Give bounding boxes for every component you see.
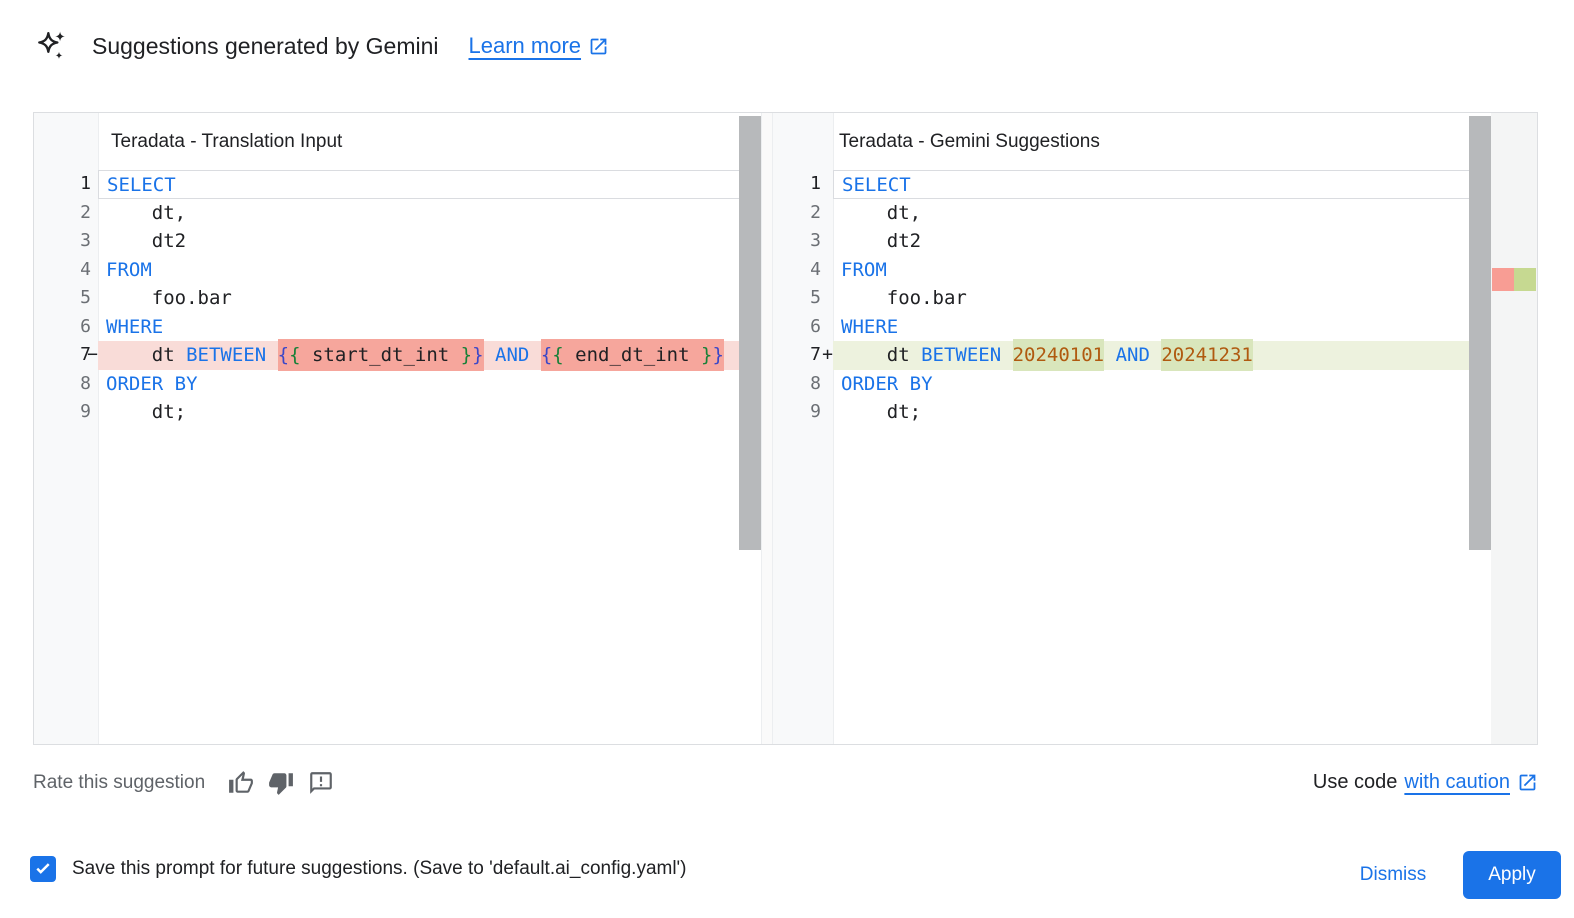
external-link-icon xyxy=(590,38,607,54)
use-code-caution: Use code with caution xyxy=(1313,771,1538,794)
rating-row: Rate this suggestion xyxy=(33,769,347,796)
code-line-9[interactable]: 9 dt; xyxy=(34,398,761,427)
vertical-scrollbar[interactable] xyxy=(1469,113,1491,744)
line-number: 7− xyxy=(34,341,98,370)
line-number: 7+ xyxy=(773,341,833,370)
code-line-text[interactable]: dt BETWEEN 20240101 AND 20241231 xyxy=(833,339,1491,371)
code-line-text[interactable]: dt2 xyxy=(841,230,922,252)
code-line-text[interactable]: foo.bar xyxy=(106,287,232,309)
code-line-4[interactable]: 4 FROM xyxy=(34,256,761,285)
code-line-text[interactable]: FROM xyxy=(841,258,887,281)
scrollbar-thumb[interactable] xyxy=(739,116,761,550)
code-line-2[interactable]: 2 dt, xyxy=(773,199,1491,228)
header: Suggestions generated by Gemini Learn mo… xyxy=(36,30,609,62)
line-number: 5 xyxy=(810,287,821,308)
pane-divider xyxy=(761,113,773,744)
added-mark xyxy=(1514,268,1536,291)
code-line-8[interactable]: 8 ORDER BY xyxy=(773,370,1491,399)
pane-title: Teradata - Translation Input xyxy=(111,130,343,152)
code-line-6[interactable]: 6 WHERE xyxy=(773,313,1491,342)
line-number: 1 xyxy=(810,173,821,194)
code-line-text[interactable]: SELECT xyxy=(833,170,1491,199)
code-line-1[interactable]: 1 SELECT xyxy=(773,170,1491,199)
pane-title: Teradata - Gemini Suggestions xyxy=(839,130,1100,152)
code-line-text[interactable]: WHERE xyxy=(841,315,899,338)
diff-sign: + xyxy=(822,344,833,365)
use-code-text: Use code xyxy=(1312,771,1398,793)
code-line-text[interactable]: dt; xyxy=(106,401,187,423)
code-line-text[interactable]: dt, xyxy=(106,201,187,224)
external-link-icon xyxy=(1519,774,1536,791)
with-caution-link[interactable]: with caution xyxy=(1404,771,1510,793)
thumb-down-icon[interactable] xyxy=(267,769,294,796)
apply-button[interactable]: Apply xyxy=(1463,851,1561,899)
line-number: 4 xyxy=(80,258,91,280)
code-line-text[interactable]: ORDER BY xyxy=(841,372,933,395)
line-number: 9 xyxy=(810,401,821,422)
code-line-7[interactable]: 7+ dt BETWEEN 20240101 AND 20241231 xyxy=(773,339,1491,371)
code-line-8[interactable]: 8 ORDER BY xyxy=(34,370,761,399)
code-line-9[interactable]: 9 dt; xyxy=(773,398,1491,427)
save-prompt-label: Save this prompt for future suggestions.… xyxy=(72,858,687,879)
feedback-icon[interactable] xyxy=(307,769,334,796)
code-line-text[interactable]: foo.bar xyxy=(841,287,967,309)
code-line-text[interactable]: ORDER BY xyxy=(106,372,198,395)
code-line-6[interactable]: 6 WHERE xyxy=(34,313,761,342)
code-line-7[interactable]: 7− dt BETWEEN {{ start_dt_int }} AND {{ … xyxy=(34,339,761,371)
line-number: 3 xyxy=(80,230,91,251)
scrollbar-thumb[interactable] xyxy=(1469,116,1491,550)
code-line-3[interactable]: 3 dt2 xyxy=(773,227,1491,256)
learn-more-link[interactable]: Learn more xyxy=(469,33,610,59)
code-line-text[interactable]: FROM xyxy=(106,258,152,281)
code-line-text[interactable]: WHERE xyxy=(106,315,164,338)
code-line-3[interactable]: 3 dt2 xyxy=(34,227,761,256)
removed-mark xyxy=(1492,268,1514,291)
code-line-text[interactable]: dt; xyxy=(841,401,922,423)
code-line-text[interactable]: dt2 xyxy=(106,230,187,252)
line-number: 1 xyxy=(80,173,91,194)
page-title: Suggestions generated by Gemini xyxy=(92,32,439,59)
code-line-5[interactable]: 5 foo.bar xyxy=(34,284,761,313)
line-number: 2 xyxy=(810,201,821,223)
line-number: 8 xyxy=(810,372,821,394)
code-line-text[interactable]: dt BETWEEN {{ start_dt_int }} AND {{ end… xyxy=(98,339,761,371)
code-line-5[interactable]: 5 foo.bar xyxy=(773,284,1491,313)
rate-label: Rate this suggestion xyxy=(33,771,206,793)
vertical-scrollbar[interactable] xyxy=(739,113,761,744)
line-number: 8 xyxy=(80,372,91,394)
line-number: 6 xyxy=(80,315,91,337)
save-prompt-checkbox[interactable] xyxy=(30,856,56,882)
code-line-text[interactable]: SELECT xyxy=(98,170,761,199)
thumb-up-icon[interactable] xyxy=(227,769,254,796)
diff-sign: − xyxy=(87,344,98,365)
line-number: 6 xyxy=(810,315,821,337)
line-number: 5 xyxy=(80,287,91,308)
checkmark-icon xyxy=(36,863,50,874)
line-number: 2 xyxy=(80,201,91,223)
dismiss-button[interactable]: Dismiss xyxy=(1349,852,1437,898)
code-line-1[interactable]: 1 SELECT xyxy=(34,170,761,199)
line-number: 4 xyxy=(810,258,821,280)
code-line-text[interactable]: dt, xyxy=(841,201,922,224)
line-number: 9 xyxy=(80,401,91,422)
gemini-sparkle-icon xyxy=(38,31,65,59)
line-number: 3 xyxy=(810,230,821,251)
code-line-2[interactable]: 2 dt, xyxy=(34,199,761,228)
diff-overview-ruler xyxy=(1491,113,1537,744)
code-line-4[interactable]: 4 FROM xyxy=(773,256,1491,285)
